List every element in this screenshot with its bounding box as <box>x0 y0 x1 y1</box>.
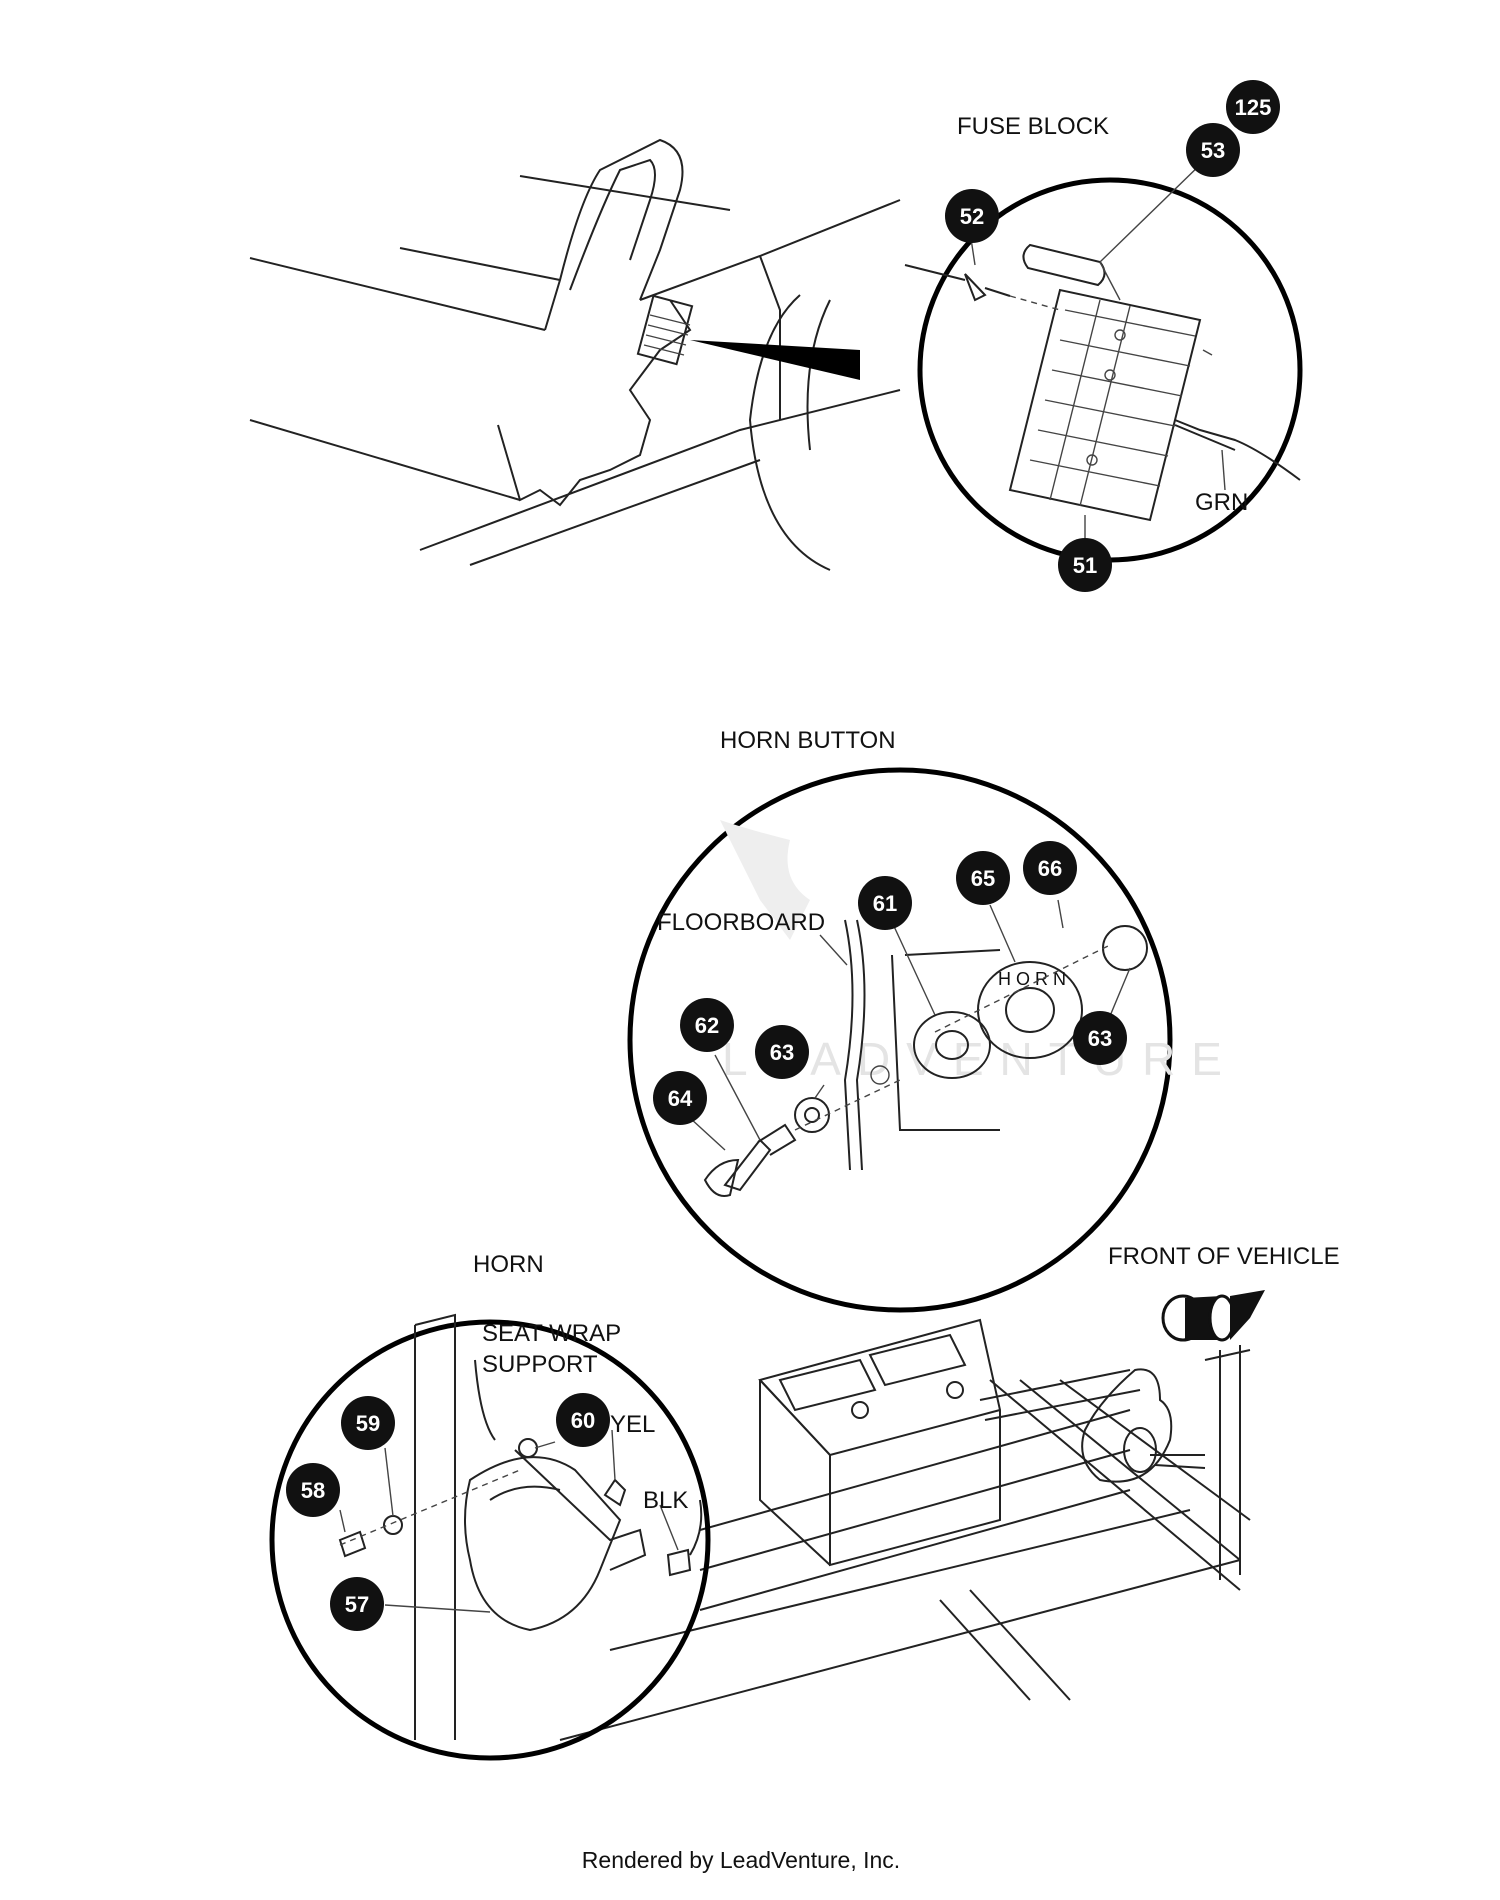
leader-grn <box>1221 449 1226 491</box>
svg-text:H O R N: H O R N <box>998 969 1066 989</box>
fuse-block-detail <box>904 243 1301 522</box>
horn-detail-circle <box>269 1319 711 1761</box>
svg-text:58: 58 <box>301 1478 325 1503</box>
vehicle-seat-view <box>249 138 901 571</box>
callout-51: 51 <box>1058 538 1112 592</box>
vehicle-frame <box>559 1345 1251 1741</box>
svg-text:57: 57 <box>345 1592 369 1617</box>
svg-text:59: 59 <box>356 1411 380 1436</box>
floorboard-label: FLOORBOARD <box>657 909 825 936</box>
horn-detail <box>338 1313 703 1740</box>
callout-66: 66 <box>1023 841 1077 895</box>
callout-60: 60 <box>556 1393 610 1447</box>
callout-59: 59 <box>341 1396 395 1450</box>
leader-64 <box>689 1117 726 1151</box>
seat-wrap-label: SEAT WRAP <box>482 1320 621 1347</box>
watermark-logo <box>720 820 810 940</box>
horn-button-assembly: H O R N <box>703 919 1148 1197</box>
yel-wire-label: YEL <box>610 1411 655 1438</box>
svg-text:61: 61 <box>873 891 897 916</box>
callout-65: 65 <box>956 851 1010 905</box>
leader-66 <box>1057 899 1064 929</box>
callout-63-nut: 63 <box>755 1025 809 1079</box>
callout-63-cap: 63 <box>1073 1011 1127 1065</box>
callout-61: 61 <box>858 876 912 930</box>
callout-125: 125 <box>1226 80 1280 134</box>
leader-53 <box>1099 159 1206 263</box>
fuse-block-label: FUSE BLOCK <box>957 113 1109 140</box>
grn-wire-label: GRN <box>1195 489 1248 516</box>
battery <box>758 1318 1001 1567</box>
leader-58 <box>339 1509 346 1533</box>
svg-text:125: 125 <box>1235 95 1272 120</box>
support-label: SUPPORT <box>482 1351 598 1378</box>
horn-on-frame <box>1081 1368 1206 1483</box>
svg-text:64: 64 <box>668 1086 693 1111</box>
svg-text:62: 62 <box>695 1013 719 1038</box>
leader-57 <box>384 1604 491 1613</box>
leader-61 <box>891 921 936 1016</box>
callout-58: 58 <box>286 1463 340 1517</box>
leader-yel <box>611 1429 616 1481</box>
callout-53: 53 <box>1186 123 1240 177</box>
horn-button-label: HORN BUTTON <box>720 727 896 754</box>
leader-blk <box>659 1504 679 1551</box>
leader-59 <box>384 1447 394 1517</box>
svg-text:52: 52 <box>960 204 984 229</box>
callout-64: 64 <box>653 1071 707 1125</box>
leader-floorboard <box>819 934 848 966</box>
leader-62 <box>714 1054 761 1141</box>
callout-52: 52 <box>945 189 999 243</box>
callout-62: 62 <box>680 998 734 1052</box>
leader-65 <box>989 904 1016 963</box>
footer-credit: Rendered by LeadVenture, Inc. <box>582 1847 900 1873</box>
blk-wire-label: BLK <box>643 1487 688 1514</box>
svg-text:60: 60 <box>571 1408 595 1433</box>
svg-text:65: 65 <box>971 866 995 891</box>
callout-57: 57 <box>330 1577 384 1631</box>
horn-label: HORN <box>473 1251 544 1278</box>
front-arrow-icon <box>1161 1290 1265 1342</box>
svg-text:63: 63 <box>770 1040 794 1065</box>
horn-button-detail-circle <box>627 767 1173 1313</box>
leader-63a <box>814 1084 825 1099</box>
svg-text:53: 53 <box>1201 138 1225 163</box>
leader-60 <box>534 1441 556 1449</box>
svg-text:66: 66 <box>1038 856 1062 881</box>
front-of-vehicle-label: FRONT OF VEHICLE <box>1108 1243 1340 1270</box>
svg-text:51: 51 <box>1073 553 1097 578</box>
svg-text:63: 63 <box>1088 1026 1112 1051</box>
